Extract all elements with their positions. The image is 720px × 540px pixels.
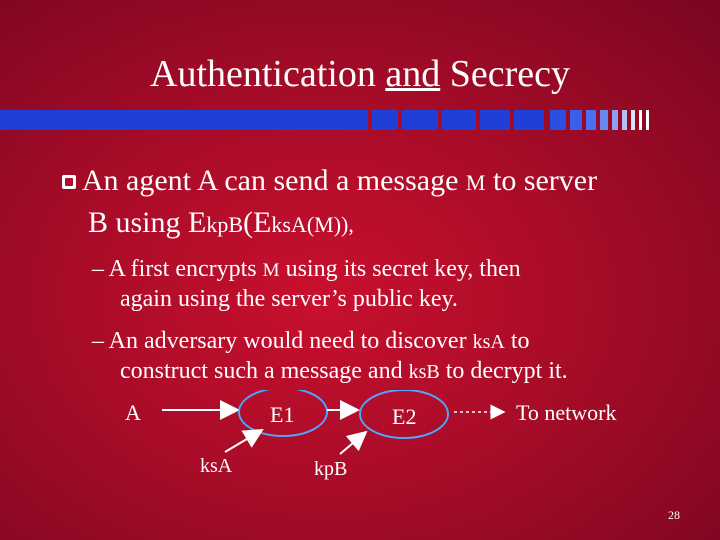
bar-segment	[0, 110, 368, 130]
bar-segment	[631, 110, 635, 130]
bar-segment	[612, 110, 618, 130]
diagram-label-network: To network	[516, 400, 617, 425]
bullet-text: An agent A can send a message	[81, 164, 466, 197]
bullet-text: (E	[243, 206, 272, 239]
encryption-flow-diagram	[162, 390, 506, 455]
bar-segment	[402, 110, 438, 130]
diagram-label-a: A	[125, 400, 141, 425]
subpoint-text: to decrypt it.	[439, 358, 568, 384]
message-symbol: M	[465, 170, 486, 195]
bullet-text: to server	[485, 164, 598, 197]
bar-segment	[646, 110, 649, 130]
subpoint-text: – A first encrypts	[92, 256, 263, 282]
title-part: Secrecy	[440, 53, 570, 95]
subpoint-text: – An adversary would need to discover	[92, 328, 473, 354]
subpoint-text: using its secret key, then	[279, 256, 521, 282]
bar-segment	[480, 110, 510, 130]
bar-segment	[550, 110, 566, 130]
decorative-bar-band	[0, 110, 649, 130]
bullet-text: B using E	[88, 206, 207, 239]
subpoint-1-line-1: – A first encrypts M using its secret ke…	[92, 256, 521, 283]
subpoint-2-line-2: construct such a message and ksB to decr…	[120, 358, 568, 385]
diagram-label-e2: E2	[392, 404, 417, 429]
bullet-line-2: B using EkpB(EksA(M)),	[88, 206, 354, 240]
subpoint-1-line-2: again using the server’s public key.	[120, 286, 458, 312]
bar-segment	[639, 110, 642, 130]
subpoint-2-line-1: – An adversary would need to discover ks…	[92, 328, 529, 355]
key-kpb: kpB	[206, 212, 244, 237]
bullet-square-icon	[62, 175, 76, 189]
title-part: Authentication	[150, 53, 386, 95]
bar-segment	[570, 110, 582, 130]
page-number: 28	[668, 508, 680, 522]
arrow-kpb-to-e2	[339, 430, 368, 455]
key-ksa: ksA	[271, 212, 307, 237]
message-symbol: M	[262, 260, 280, 281]
bar-segment	[442, 110, 476, 130]
bullet-text: (M)),	[306, 212, 354, 237]
diagram-label-kpb: kpB	[314, 458, 348, 480]
key-ksb: ksB	[408, 361, 440, 383]
bar-segment	[514, 110, 544, 130]
bar-segment	[372, 110, 398, 130]
bar-segment	[586, 110, 596, 130]
bar-segment	[622, 110, 627, 130]
diagram-label-ksa: ksA	[200, 455, 233, 477]
slide-title: Authentication and Secrecy	[0, 52, 720, 96]
title-underlined-word: and	[385, 53, 441, 95]
bar-segment	[600, 110, 608, 130]
bullet-line-1: An agent A can send a message M to serve…	[62, 164, 597, 198]
subpoint-text: construct such a message and	[120, 358, 409, 384]
diagram-label-e1: E1	[270, 402, 295, 427]
encryption-e1-oval	[238, 390, 328, 437]
key-ksa: ksA	[472, 331, 505, 353]
encryption-e2-oval	[359, 390, 449, 439]
subpoint-text: to	[504, 328, 530, 354]
arrow-ksa-to-e1	[224, 428, 264, 453]
